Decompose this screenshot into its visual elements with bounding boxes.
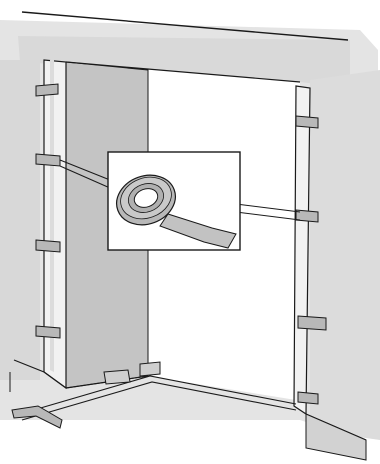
tape-roll-callout [108, 152, 240, 250]
floor-bracket [104, 370, 130, 384]
tape-strip [36, 326, 60, 338]
tape-strip [296, 116, 318, 128]
floor-bracket [140, 362, 160, 376]
tape-strip [298, 316, 326, 330]
tape-strip [298, 392, 318, 404]
tape-strip [36, 84, 58, 96]
tape-strip [36, 240, 60, 252]
tape-strip [36, 154, 60, 166]
left-casing [44, 60, 66, 388]
